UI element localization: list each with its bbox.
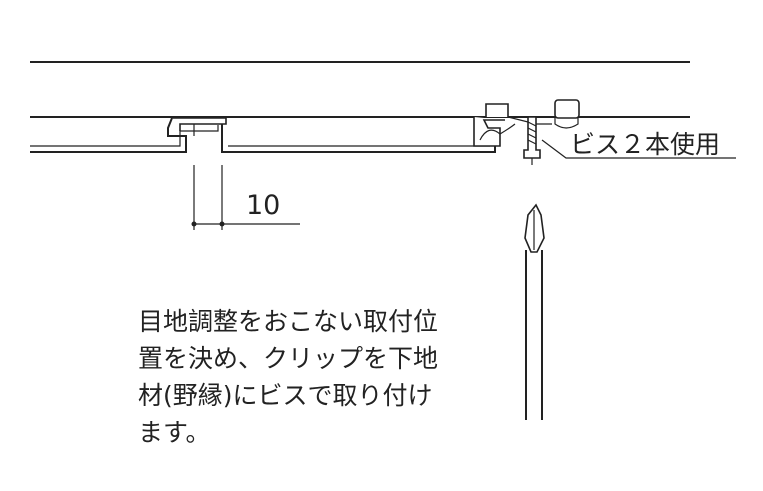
edge-clip-left — [473, 117, 505, 147]
joint-dimension — [191, 165, 300, 230]
instruction-line: 目地調整をおこない取付位 — [138, 307, 439, 336]
screw — [523, 116, 541, 165]
instruction-line: 置を決め、クリップを下地 — [138, 344, 439, 373]
instruction-line: ます。 — [138, 418, 211, 447]
left-panel-inner-edge — [30, 125, 219, 147]
furring-bracket — [554, 99, 580, 119]
left-panel-outline — [30, 117, 187, 153]
callout-leader-line — [541, 139, 736, 159]
right-panel-outline — [221, 124, 496, 153]
joint-clip — [172, 117, 227, 131]
screwdriver — [524, 203, 545, 420]
instruction-line: 材(野縁)にビスで取り付け — [138, 381, 433, 410]
edge-clip-hook — [485, 103, 509, 117]
callout-screw-label: ビス２本使用 — [570, 130, 720, 159]
furring-bracket-base — [554, 118, 579, 129]
dimension-label: 10 — [246, 190, 280, 221]
edge-clip-spring — [479, 123, 516, 141]
installation-instruction: 目地調整をおこない取付位 置を決め、クリップを下地 材(野縁)にビスで取り付け … — [138, 303, 498, 451]
